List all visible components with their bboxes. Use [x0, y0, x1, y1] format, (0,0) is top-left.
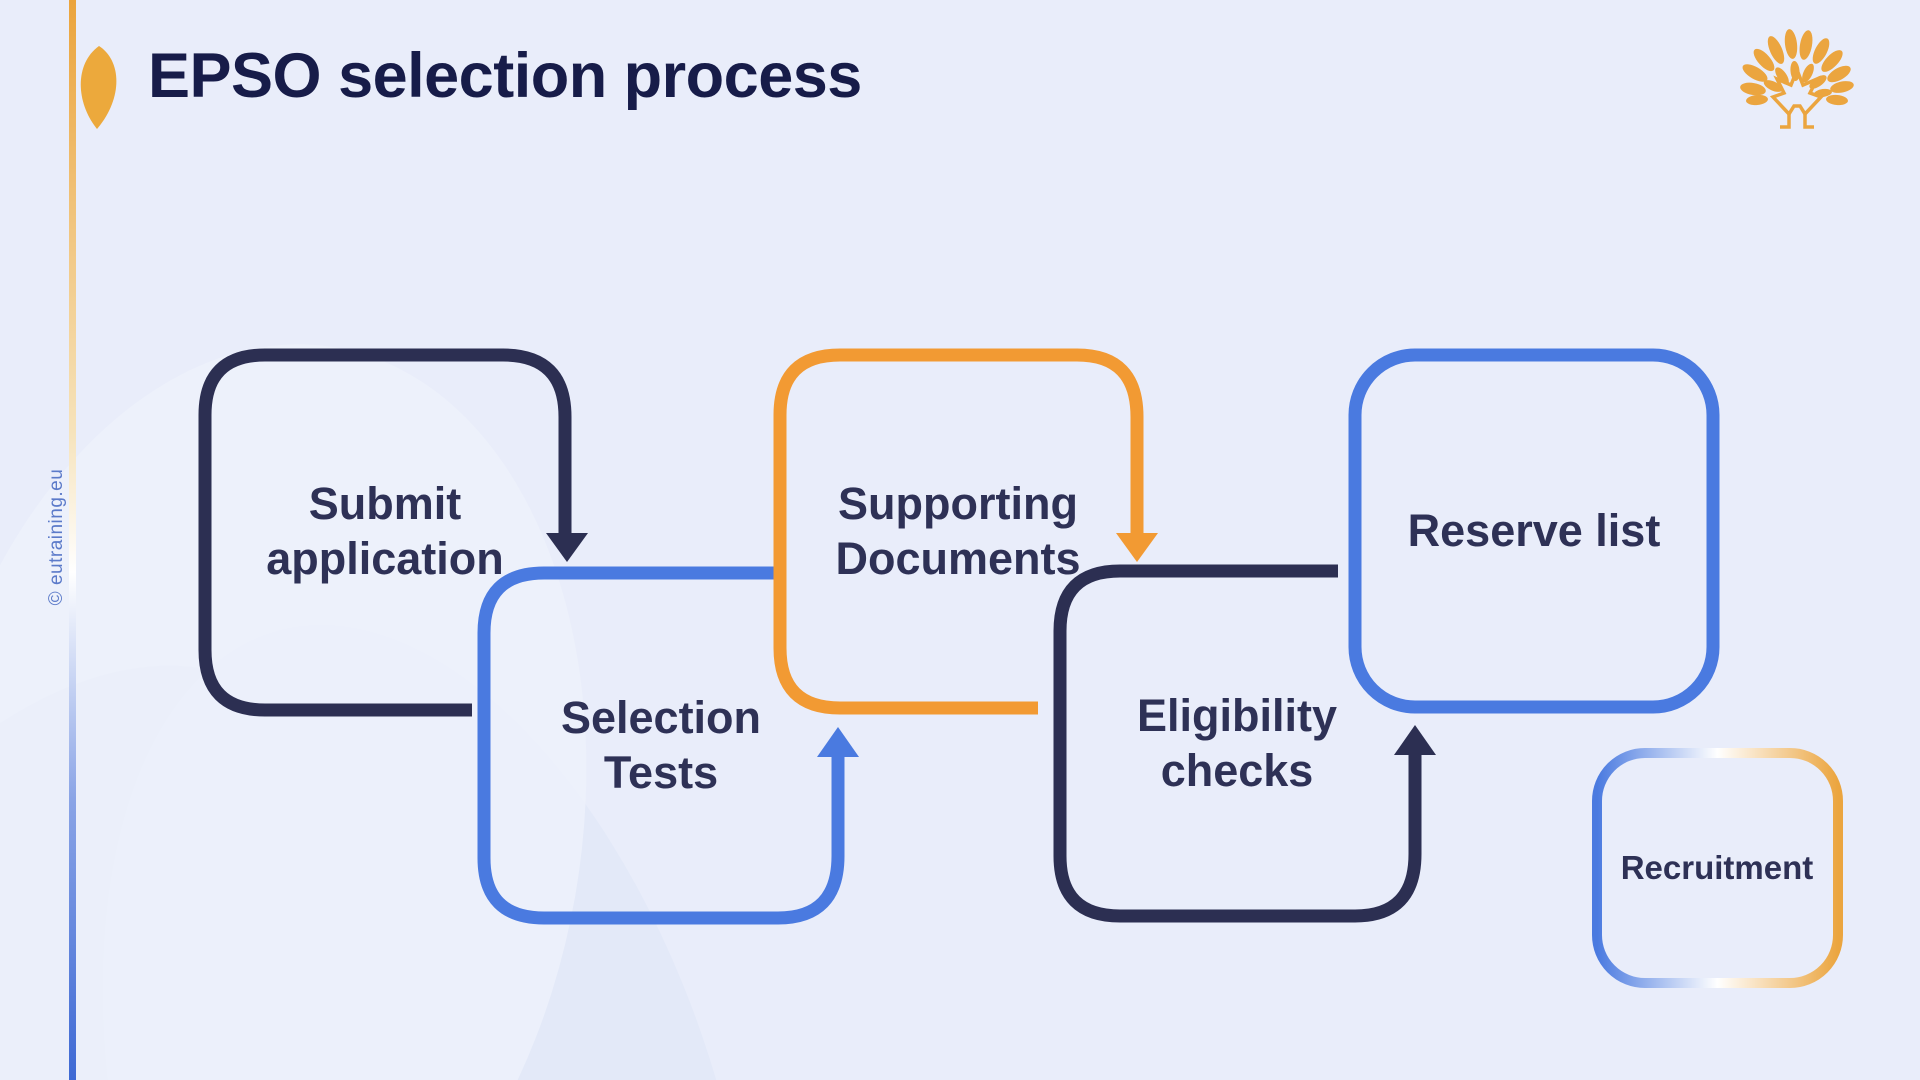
node-label-submit-application: Submit application — [266, 478, 504, 584]
arrow-up-icon — [1394, 725, 1436, 755]
arrow-up-icon — [817, 727, 859, 757]
accent-line — [69, 0, 76, 1080]
flow-box-supporting-documents — [773, 348, 1144, 715]
arrow-down-icon — [1116, 533, 1158, 562]
node-label-recruitment: Recruitment — [1620, 848, 1814, 886]
background-decor-leaves — [0, 344, 758, 1080]
flow-box-recruitment — [1592, 748, 1843, 988]
node-label-supporting-documents: Supporting Documents — [835, 478, 1081, 584]
flow-box-submit-application — [198, 348, 572, 717]
arrow-down-icon — [546, 533, 588, 562]
copyright-text: © eutraining.eu — [46, 468, 67, 606]
node-label-selection-tests: Selection Tests — [560, 692, 762, 798]
tree-logo-icon — [1740, 29, 1854, 129]
flow-box-selection-tests — [477, 566, 845, 925]
leaf-icon — [80, 46, 117, 129]
node-label-reserve-list: Reserve list — [1407, 504, 1661, 556]
node-label-eligibility-checks: Eligibility checks — [1136, 690, 1338, 796]
flow-box-reserve-list — [1348, 348, 1720, 714]
page-title: EPSO selection process — [148, 41, 862, 111]
flow-box-eligibility-checks — [1053, 564, 1422, 923]
